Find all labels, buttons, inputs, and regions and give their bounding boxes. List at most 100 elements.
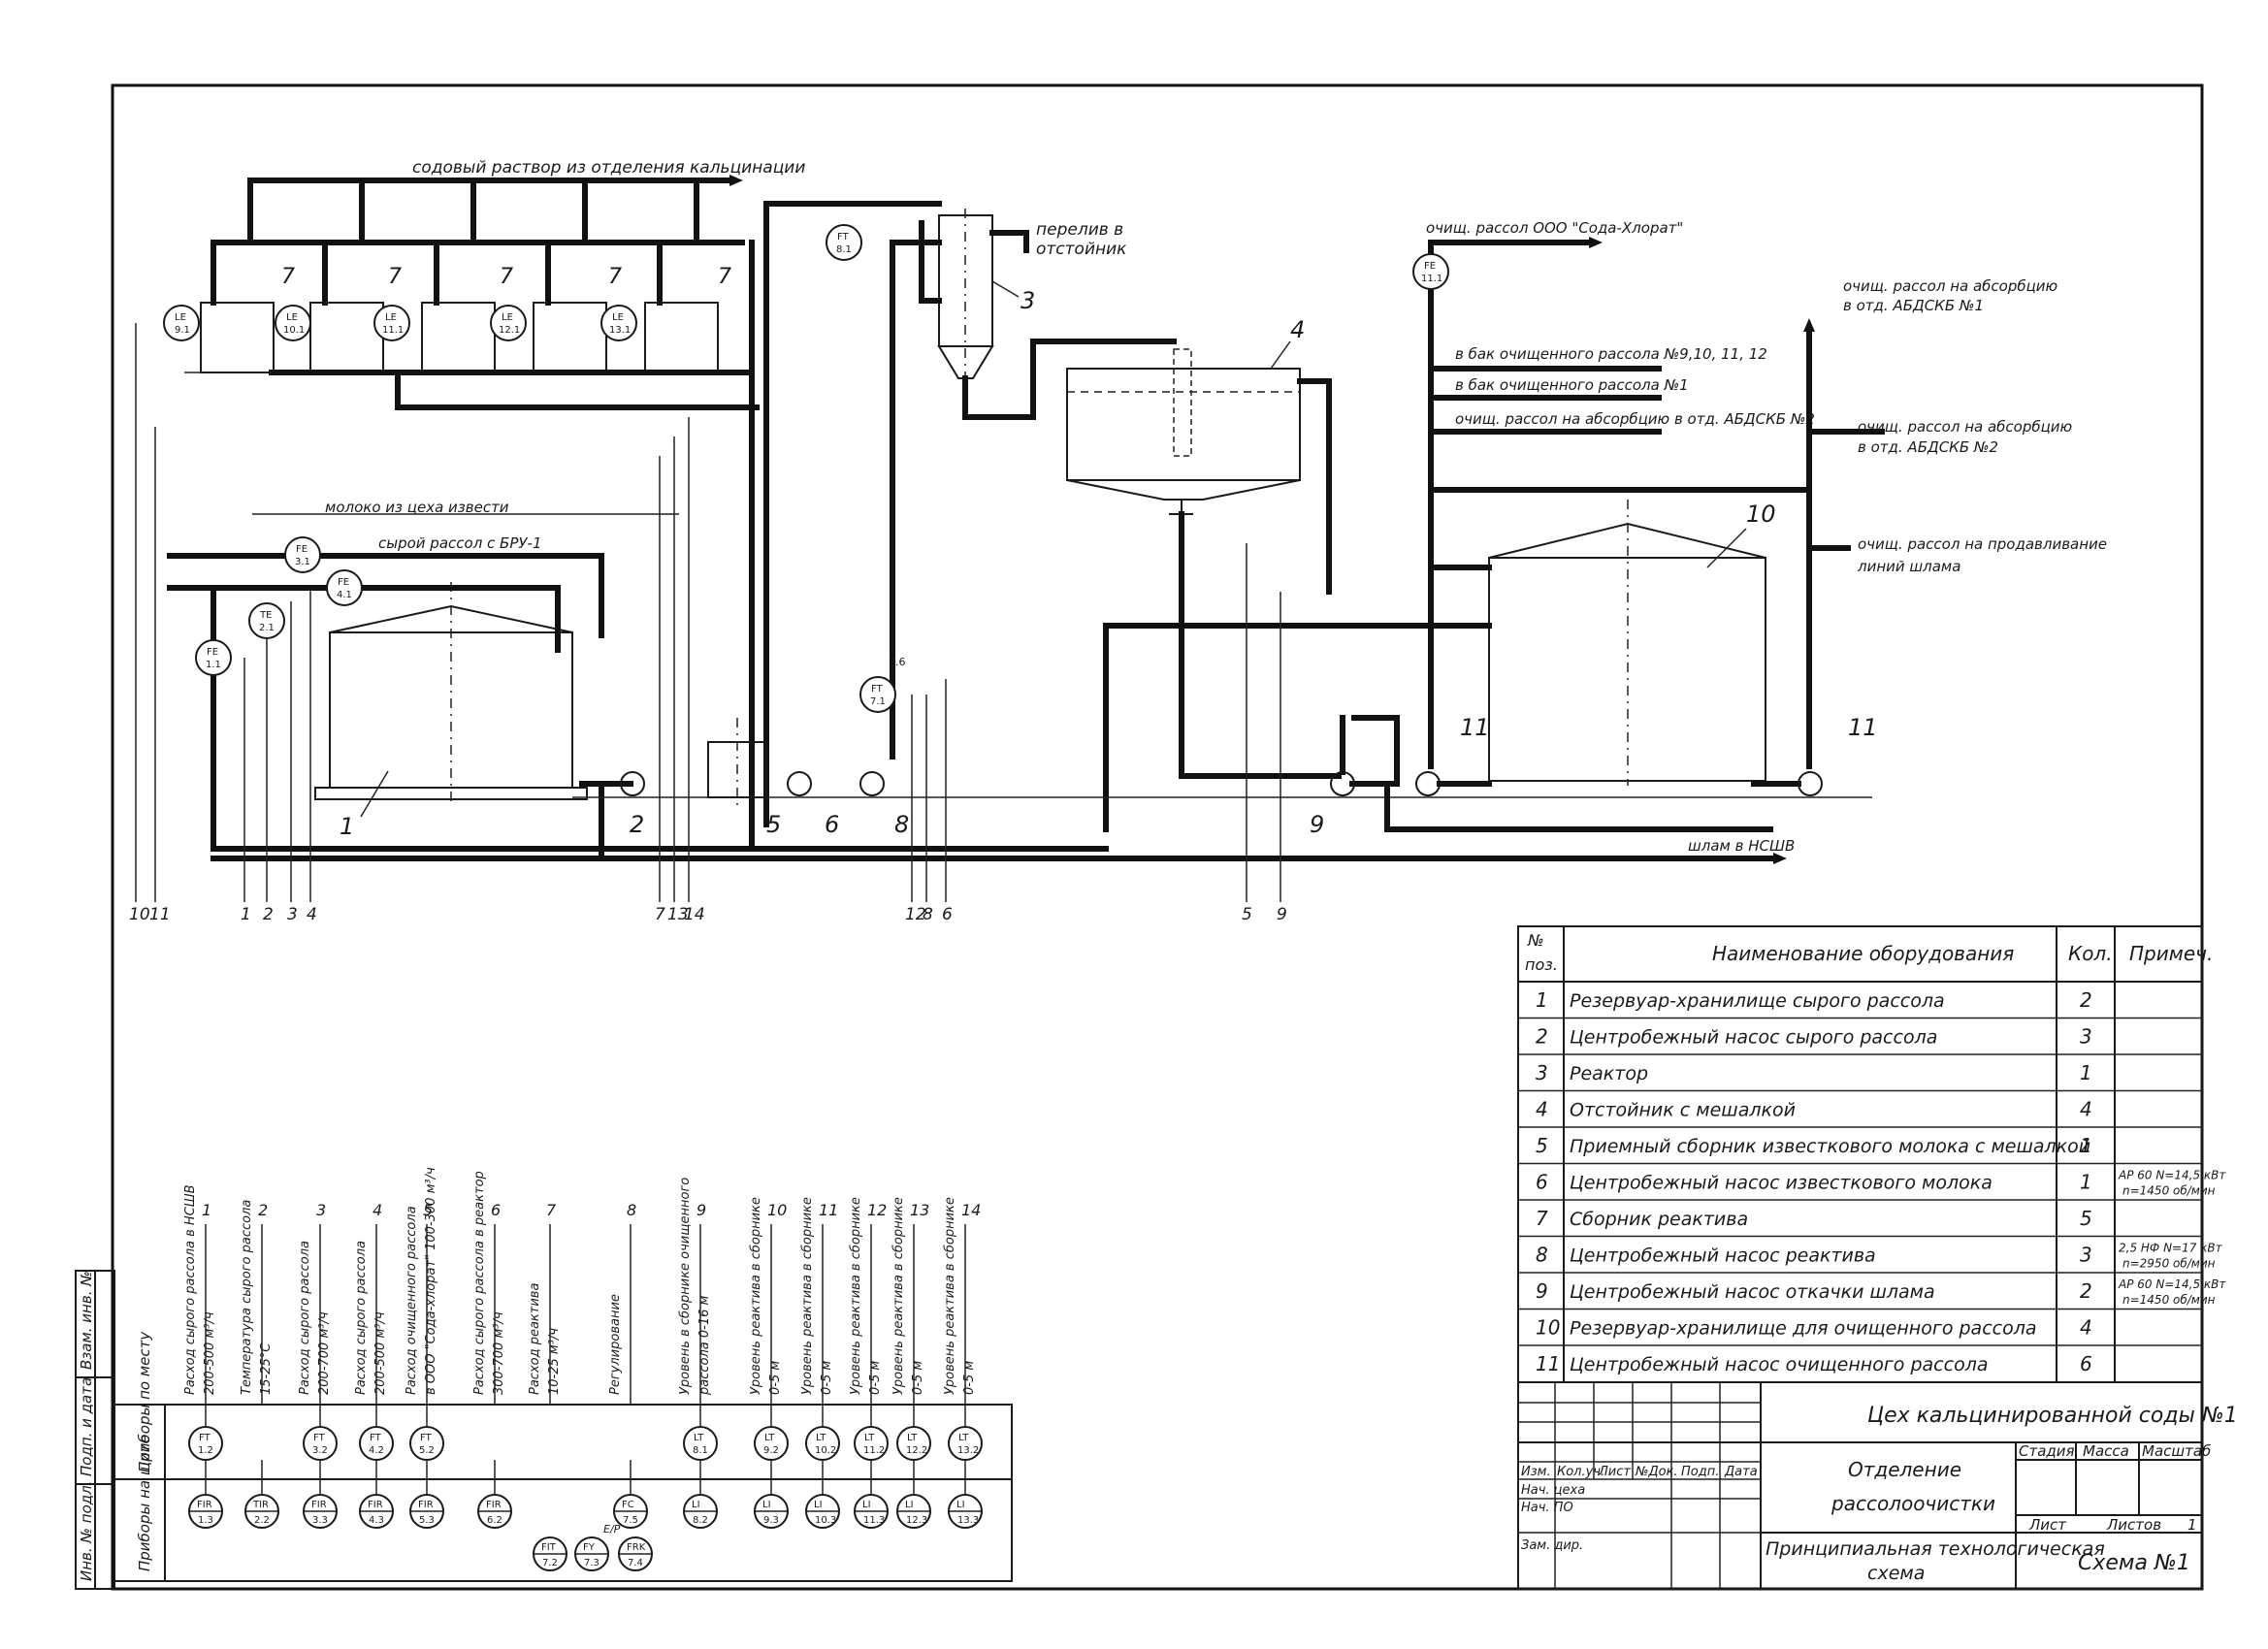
- panel-board-tag: 2.2: [254, 1515, 270, 1526]
- spec-row-pos: 3: [1536, 1061, 1548, 1084]
- panel-local-tag: 13.2: [957, 1445, 979, 1456]
- stream-overflow-1: перелив в: [1036, 220, 1123, 240]
- panel-board-letters: FIR: [486, 1500, 502, 1510]
- panel-board-tag: 10.3: [815, 1515, 836, 1526]
- spec-row-pos: 1: [1536, 988, 1548, 1012]
- stream-absorb-abdskb-1-a: очищ. рассол на абсорбцию: [1843, 277, 2057, 295]
- spec-row-name: Отстойник с мешалкой: [1570, 1100, 1796, 1121]
- stream-tank-9-12: в бак очищенного рассола №9,10, 11, 12: [1455, 345, 1767, 363]
- panel-col-range: рассола 0-16 м: [697, 1295, 712, 1396]
- spec-row-note-1: АР 60 N=14,5 кВт: [2118, 1277, 2226, 1291]
- panel-col-description: Регулирование: [608, 1294, 623, 1395]
- svg-text:7.1: 7.1: [870, 696, 886, 707]
- panel-col-description: Уровень реактива в сборнике: [943, 1197, 957, 1395]
- panel-col-description: Расход сырого рассола в НСШВ: [183, 1184, 198, 1395]
- stream-milk-of-lime: молоко из цеха извести: [325, 499, 509, 516]
- panel-board-letters: LI: [862, 1500, 871, 1510]
- panel-local-tag: 9.2: [763, 1445, 779, 1456]
- panel-local-letters: LT: [864, 1433, 875, 1443]
- panel-board-letters: LI: [956, 1500, 965, 1510]
- svg-text:11.1: 11.1: [382, 325, 404, 336]
- spec-row-pos: 11: [1536, 1352, 1560, 1375]
- svg-text:4.1: 4.1: [337, 590, 352, 600]
- panel-local-tag: 5.2: [419, 1445, 435, 1456]
- panel-col-description: Уровень реактива в сборнике: [749, 1197, 763, 1395]
- stream-tank-1: в бак очищенного рассола №1: [1455, 376, 1689, 394]
- spec-row-name: Реактор: [1570, 1063, 1648, 1084]
- svg-text:2: 2: [263, 905, 274, 924]
- panel-local-letters: FT: [370, 1433, 382, 1443]
- spec-row-pos: 4: [1536, 1098, 1548, 1121]
- sludge-outlet: шлам в НСШВ: [211, 837, 1795, 864]
- panel-local-tag: 8.1: [693, 1445, 708, 1456]
- spec-row-pos: 8: [1536, 1244, 1548, 1267]
- panel-board-letters: FIR: [197, 1500, 212, 1510]
- reactor-3: 3 перелив в отстойник: [937, 209, 1127, 420]
- panel-extra-tag: 7.3: [584, 1558, 599, 1568]
- tb-sheets-count: 1: [2187, 1516, 2197, 1534]
- panel-col-description: Расход сырого рассола: [354, 1241, 369, 1395]
- svg-text:8: 8: [923, 905, 933, 924]
- spec-row-pos: 10: [1536, 1316, 1560, 1340]
- panel-board-letters: LI: [762, 1500, 771, 1510]
- panel-board-tag: 8.2: [693, 1515, 708, 1526]
- side-stamp: Инв. № подл. Подп. и дата Взам. инв. №: [75, 1270, 115, 1590]
- tag-11-b: 11: [1848, 714, 1878, 741]
- svg-text:TE: TE: [259, 610, 272, 621]
- stream-soda-chlorat: очищ. рассол ООО "Сода-Хлорат": [1426, 219, 1683, 237]
- stream-sludge-line-b: линий шлама: [1857, 558, 1960, 575]
- panel-col-range: 300-700 м³/ч: [492, 1311, 506, 1395]
- panel-board-letters: LI: [692, 1500, 700, 1510]
- panel-col-range: 0-5 м: [768, 1361, 783, 1395]
- tb-doc-2: схема: [1867, 1563, 1925, 1584]
- spec-row-name: Центробежный насос сырого рассола: [1570, 1027, 1937, 1049]
- tb-mass: Масса: [2083, 1442, 2129, 1460]
- tag-2: 2: [630, 811, 644, 838]
- pump-8: [859, 771, 885, 796]
- spec-header-name: Наименование оборудования: [1712, 942, 2014, 965]
- svg-text:5: 5: [1242, 905, 1252, 924]
- svg-text:LE: LE: [502, 312, 513, 323]
- spec-row-pos: 6: [1536, 1171, 1548, 1194]
- tag-7-e: 7: [718, 265, 731, 289]
- stream-overflow-2: отстойник: [1036, 240, 1127, 259]
- instrument-te-2-1: TE 2.1: [248, 602, 285, 639]
- svg-text:8.1: 8.1: [836, 244, 852, 255]
- spec-row-qty: 1: [2080, 1134, 2092, 1157]
- panel-board-tag: 7.5: [623, 1515, 638, 1526]
- tb-podp: Подп.: [1681, 1465, 1719, 1479]
- tag-10: 10: [1746, 501, 1776, 528]
- signal-lines: [135, 323, 1281, 902]
- tb-data: Дата: [1724, 1465, 1758, 1479]
- tb-shop: Цех кальцинированной соды №1: [1867, 1404, 2238, 1428]
- instrument-le-12-1: LE 12.1: [490, 305, 527, 341]
- panel-col-description: Уровень реактива в сборнике: [849, 1197, 863, 1395]
- instrument-ft-7-1: FT 7.1: [859, 676, 896, 713]
- panel-col-range: 200-700 м³/ч: [317, 1311, 332, 1395]
- panel-col-description: Расход сырого рассола в реактор: [472, 1171, 487, 1395]
- spec-row-qty: 1: [2080, 1061, 2092, 1084]
- panel-col-range: 15-25°С: [259, 1342, 274, 1395]
- panel-col-number: 8: [627, 1201, 636, 1219]
- tb-doc-1: Принципиальная технологическая: [1766, 1538, 2105, 1560]
- svg-text:9: 9: [1277, 905, 1287, 924]
- svg-text:11: 11: [149, 905, 171, 924]
- stream-absorb-abdskb-1-b: в отд. АБДСКБ №1: [1843, 297, 1984, 314]
- tb-zam-dir: Зам. дир.: [1521, 1538, 1583, 1553]
- svg-text:LE: LE: [612, 312, 624, 323]
- panel-local-tag: 10.2: [815, 1445, 836, 1456]
- instrument-fe-3-1: FE 3.1: [284, 536, 321, 573]
- stream-soda-solution: содовый раствор из отделения кальцинации: [412, 158, 805, 178]
- spec-row-pos: 2: [1536, 1025, 1548, 1049]
- tag-9: 9: [1310, 811, 1324, 838]
- svg-text:11.1: 11.1: [1421, 274, 1442, 284]
- tag-5: 5: [766, 811, 781, 838]
- raw-brine-instruments: FE 3.1 FE 4.1 FE 1.1 TE 2.1 FT 7.1 7.6: [195, 536, 906, 713]
- panel-col-number: 1: [202, 1201, 211, 1219]
- spec-row-qty: 4: [2080, 1316, 2092, 1340]
- panel-col-number: 5: [423, 1201, 433, 1219]
- spec-row-pos: 5: [1536, 1134, 1548, 1157]
- spec-row-name: Резервуар-хранилище для очищенного рассо…: [1570, 1318, 2037, 1340]
- svg-text:LE: LE: [385, 312, 397, 323]
